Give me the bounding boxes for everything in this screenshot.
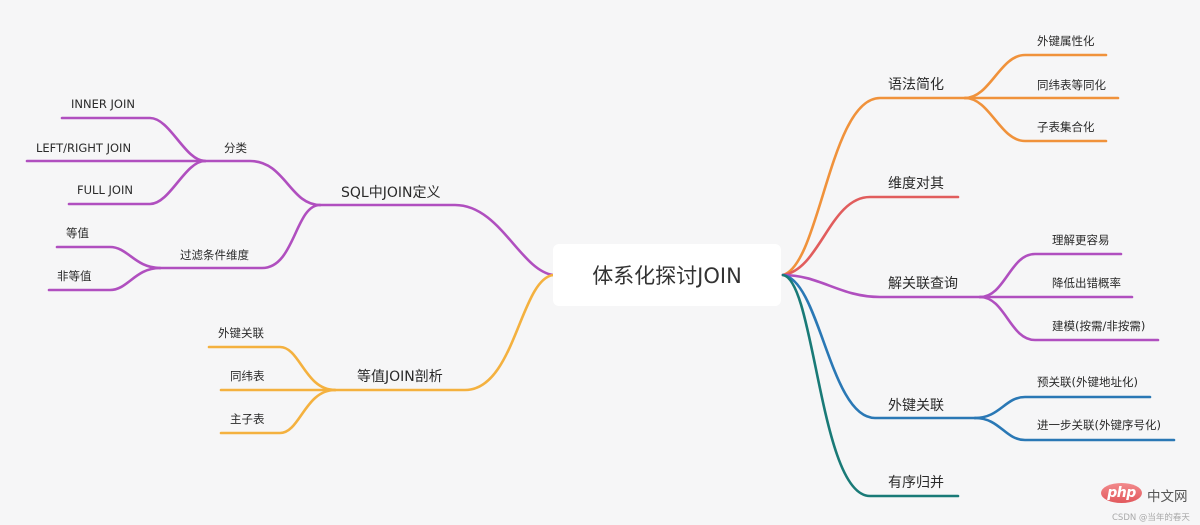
branch-de-correlated-query: [781, 252, 1160, 342]
branch-sql-join-definition: [25, 116, 555, 292]
node-syntax-simplification[interactable]: 语法简化: [888, 77, 944, 93]
node-de-correlated-query[interactable]: 解关联查询: [888, 276, 958, 292]
node-foreign-key-association[interactable]: 外键关联: [888, 398, 944, 414]
php-logo-icon: php: [1101, 483, 1142, 503]
php-logo-text: php: [1107, 485, 1136, 501]
node-full-join[interactable]: FULL JOIN: [77, 183, 133, 197]
node-dimension-alignment[interactable]: 维度对其: [888, 176, 944, 192]
node-fk-attributization[interactable]: 外键属性化: [1037, 34, 1095, 48]
node-easier-understanding[interactable]: 理解更容易: [1052, 233, 1110, 247]
node-same-dim-equalization[interactable]: 同纬表等同化: [1037, 78, 1106, 92]
node-equi[interactable]: 等值: [66, 226, 89, 240]
root-node[interactable]: 体系化探讨JOIN: [553, 244, 781, 306]
node-equi-join-analysis[interactable]: 等值JOIN剖析: [357, 369, 443, 385]
node-classification[interactable]: 分类: [224, 141, 247, 155]
node-non-equi[interactable]: 非等值: [57, 269, 92, 283]
node-foreign-key-association-left[interactable]: 外键关联: [218, 326, 264, 340]
node-ordered-merge[interactable]: 有序归并: [888, 475, 944, 491]
node-filter-condition-dimension[interactable]: 过滤条件维度: [180, 248, 249, 262]
watermark-site-name: 中文网: [1147, 489, 1188, 505]
branch-ordered-merge: [781, 273, 960, 498]
node-subtable-set[interactable]: 子表集合化: [1037, 120, 1095, 134]
branch-dimension-alignment: [781, 195, 960, 277]
branch-equi-join-analysis: [207, 273, 555, 435]
node-inner-join[interactable]: INNER JOIN: [71, 97, 135, 111]
branch-syntax-simplification: [781, 53, 1120, 277]
node-master-sub-table[interactable]: 主子表: [230, 412, 265, 426]
branch-foreign-key-association: [781, 273, 1176, 442]
node-left-right-join[interactable]: LEFT/RIGHT JOIN: [36, 141, 132, 155]
node-further-association[interactable]: 进一步关联(外键序号化): [1037, 418, 1161, 432]
node-pre-association[interactable]: 预关联(外键地址化): [1037, 375, 1138, 389]
node-modeling[interactable]: 建模(按需/非按需): [1052, 319, 1146, 333]
node-same-dimension-table[interactable]: 同纬表: [230, 369, 265, 383]
node-sql-join-definition[interactable]: SQL中JOIN定义: [341, 185, 441, 201]
watermark-credit: CSDN @当年的春天: [1112, 513, 1190, 523]
node-lower-error-rate[interactable]: 降低出错概率: [1052, 276, 1121, 290]
root-label: 体系化探讨JOIN: [592, 264, 742, 288]
